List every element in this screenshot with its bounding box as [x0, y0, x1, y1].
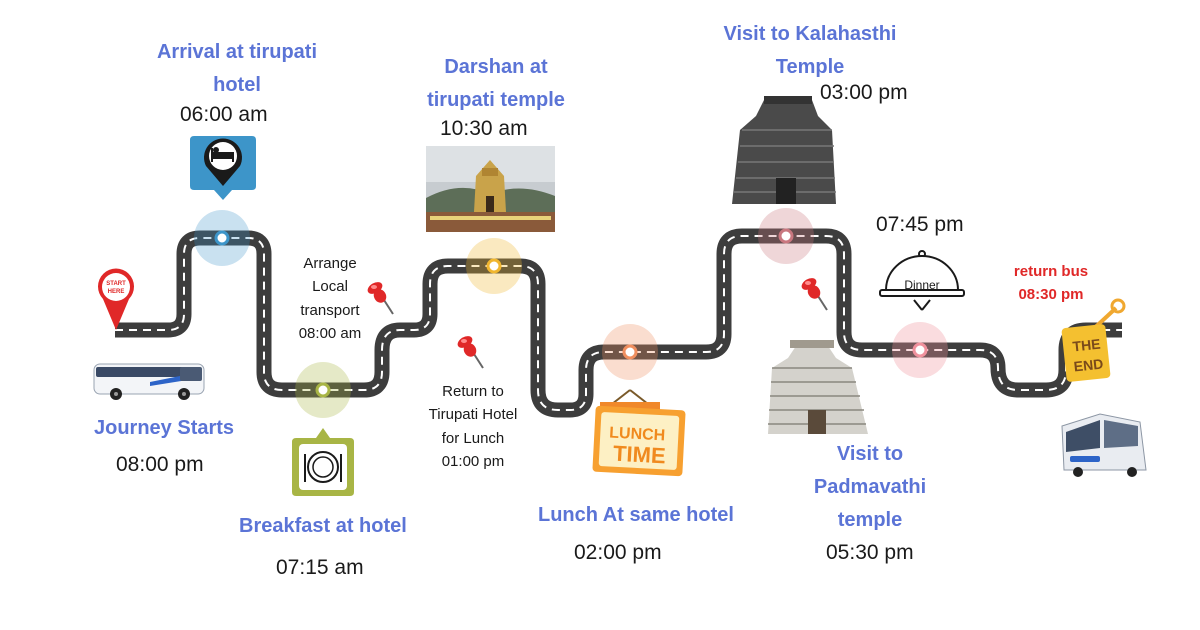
start-pin-icon: START HERE [98, 268, 134, 330]
end-sign-line-2: END [1073, 356, 1104, 375]
kalahasthi-time: 03:00 pm [820, 81, 908, 104]
transport-line-2: Local [312, 278, 348, 296]
arrival-title-line-1: Arrival at tirupati [156, 41, 318, 63]
return-lunch-note: Return to Tirupati Hotel for Lunch 01:00… [416, 380, 530, 473]
dinner-sign-label: Dinner [904, 278, 939, 292]
dinner-cloche-icon: Dinner [879, 250, 965, 311]
darshan-title-line-2: tirupati temple [427, 89, 565, 111]
return-bus-note: return bus 08:30 pm [998, 263, 1104, 305]
lunch-title: Lunch At same hotel [538, 504, 734, 526]
lunch-sign-line-1: LUNCH [609, 425, 666, 445]
padmavathi-title: Visit to Padmavathi temple [800, 442, 940, 533]
breakfast-time: 07:15 am [276, 556, 364, 579]
end-sign-line-1: THE [1072, 336, 1102, 355]
dinner-time: 07:45 pm [876, 213, 964, 236]
breakfast-plate-icon [292, 428, 354, 496]
arrival-title-line-2: hotel [213, 74, 261, 96]
transport-line-4: 08:00 am [298, 324, 362, 342]
padmavathi-title-line-3: temple [837, 509, 903, 531]
the-end-sign-icon: THE END [1061, 298, 1126, 382]
pushpin-icon [798, 274, 828, 311]
return-lunch-line-4: 01:00 pm [441, 452, 505, 470]
return-bus-line-2: 08:30 pm [1018, 285, 1084, 303]
transport-note: Arrange Local transport 08:00 am [284, 252, 376, 345]
lunch-time: 02:00 pm [574, 541, 662, 564]
darshan-time: 10:30 am [440, 117, 528, 140]
road [115, 228, 1122, 418]
marker-arrival [194, 210, 250, 266]
darshan-title: Darshan at tirupati temple [406, 55, 586, 113]
kalahasthi-temple-photo [732, 96, 836, 204]
journey-start-title: Journey Starts [94, 417, 235, 439]
darshan-title-line-1: Darshan at [444, 56, 548, 78]
padmavathi-time: 05:30 pm [826, 541, 914, 564]
kalahasthi-title-line-2: Temple [775, 56, 845, 78]
start-sign-line-1: START [106, 281, 126, 287]
arrival-title: Arrival at tirupati hotel [136, 40, 338, 98]
return-bus-line-1: return bus [1013, 263, 1089, 280]
return-lunch-line-1: Return to [442, 383, 504, 400]
end-bus-icon [1061, 413, 1147, 477]
arrival-time: 06:00 am [180, 103, 268, 126]
transport-line-3: transport [300, 301, 360, 319]
lunch-time-sign-icon: LUNCH TIME [592, 389, 686, 477]
journey-start-time: 08:00 pm [116, 453, 204, 476]
marker-kalahasthi [758, 208, 814, 264]
start-sign-line-2: HERE [108, 289, 125, 295]
marker-darshan [466, 238, 522, 294]
marker-dinner [892, 322, 948, 378]
lunch-sign-line-2: TIME [612, 441, 666, 469]
breakfast-title: Breakfast at hotel [239, 515, 407, 537]
marker-lunch [602, 324, 658, 380]
kalahasthi-title: Visit to Kalahasthi Temple [710, 22, 910, 80]
tirupati-temple-photo [426, 146, 555, 232]
padmavathi-title-line-1: Visit to [836, 443, 904, 465]
transport-line-1: Arrange [303, 255, 357, 272]
marker-breakfast [295, 362, 351, 418]
hotel-bed-icon [190, 136, 256, 200]
padmavathi-temple-photo [768, 340, 868, 434]
return-lunch-line-3: for Lunch [441, 429, 505, 447]
start-bus-icon [93, 363, 205, 400]
return-lunch-line-2: Tirupati Hotel [428, 406, 518, 424]
padmavathi-title-line-2: Padmavathi [813, 476, 927, 498]
pushpin-icon [454, 332, 484, 369]
kalahasthi-title-line-1: Visit to Kalahasthi [723, 23, 897, 45]
